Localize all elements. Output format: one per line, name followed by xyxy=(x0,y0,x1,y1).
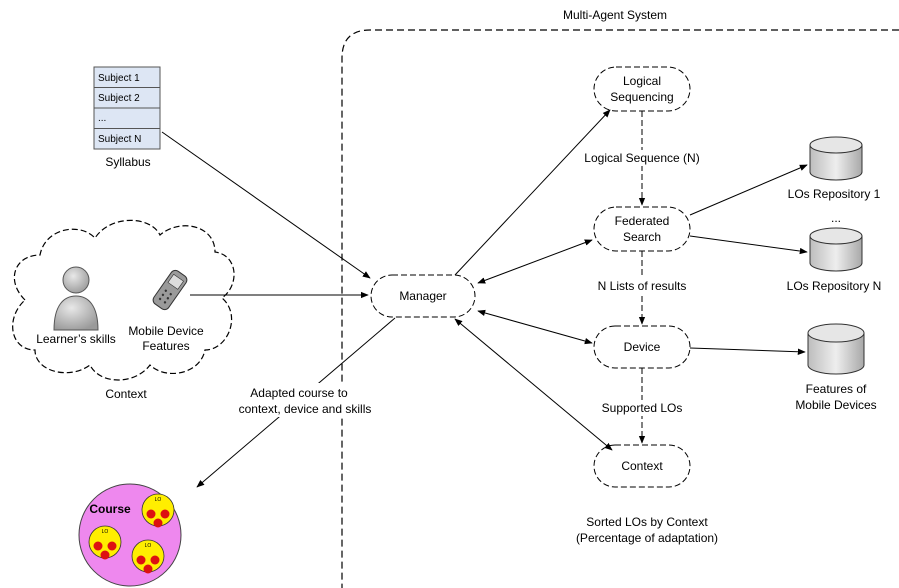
svg-text:LO: LO xyxy=(145,543,152,549)
manager-label: Manager xyxy=(399,289,446,303)
mobile-devices-database-icon xyxy=(807,323,865,375)
syllabus-item: Subject N xyxy=(98,134,141,145)
svg-text:LO: LO xyxy=(102,529,109,535)
system-boundary xyxy=(341,29,899,588)
mobile-device-label: Mobile Device xyxy=(128,324,204,338)
context-caption: Context xyxy=(105,387,147,401)
manager-device-arrow xyxy=(477,309,593,345)
features-mobile-devices-label: Features of xyxy=(806,382,867,396)
manager-federated-arrow xyxy=(477,239,593,284)
manager-logical-arrow xyxy=(454,109,611,276)
n-lists-label: N Lists of results xyxy=(598,279,687,293)
logical-sequence-label: Logical Sequence (N) xyxy=(584,151,699,165)
los-repository-1-label: LOs Repository 1 xyxy=(788,187,881,201)
logical-sequencing-label: Logical xyxy=(623,74,661,88)
los-repository-1-database-icon xyxy=(809,136,863,181)
context-agent-label: Context xyxy=(621,459,663,473)
syllabus-to-manager-arrow xyxy=(161,131,371,279)
federated-to-repo1-arrow xyxy=(689,164,808,216)
context-agent xyxy=(593,444,691,488)
system-title: Multi-Agent System xyxy=(563,8,667,22)
syllabus-list: Subject 1 Subject 2 ... Subject N xyxy=(93,66,161,150)
syllabus-item: Subject 2 xyxy=(98,93,140,104)
manager-agent xyxy=(370,274,476,318)
learner-person-icon xyxy=(53,266,99,331)
manager-context-arrow xyxy=(454,318,613,451)
syllabus-item: ... xyxy=(98,113,106,124)
federated-to-repoN-arrow xyxy=(689,235,808,255)
device-agent-label: Device xyxy=(624,340,661,354)
adapted-course-label: context, device and skills xyxy=(239,402,372,416)
federated-search-label: Federated xyxy=(615,214,670,228)
syllabus-label: Syllabus xyxy=(105,155,150,169)
los-repository-n-label: LOs Repository N xyxy=(787,279,882,293)
learner-skills-label: Learner’s skills xyxy=(36,332,116,346)
context-cloud xyxy=(12,219,235,381)
device-to-features-arrow xyxy=(689,347,806,355)
learning-object-icon: LO xyxy=(131,539,165,574)
learning-object-icon: LO xyxy=(88,525,122,560)
sorted-los-label: Sorted LOs by Context xyxy=(586,515,708,529)
sorted-los-label: (Percentage of adaptation) xyxy=(576,531,718,545)
learning-object-icon: LO xyxy=(141,493,175,528)
los-repository-n-database-icon xyxy=(809,227,863,272)
federated-search-label: Search xyxy=(623,230,661,244)
adapted-course-label: Adapted course to xyxy=(250,386,348,400)
mobile-device-label: Features xyxy=(142,339,189,353)
repositories-ellipsis: ... xyxy=(831,211,841,225)
mobile-phone-icon xyxy=(152,269,188,311)
svg-text:LO: LO xyxy=(155,497,162,503)
supported-los-label: Supported LOs xyxy=(602,401,683,415)
features-mobile-devices-label: Mobile Devices xyxy=(795,398,876,412)
syllabus-item: Subject 1 xyxy=(98,73,140,84)
course-title: Course xyxy=(89,502,131,516)
logical-sequencing-label: Sequencing xyxy=(610,90,673,104)
